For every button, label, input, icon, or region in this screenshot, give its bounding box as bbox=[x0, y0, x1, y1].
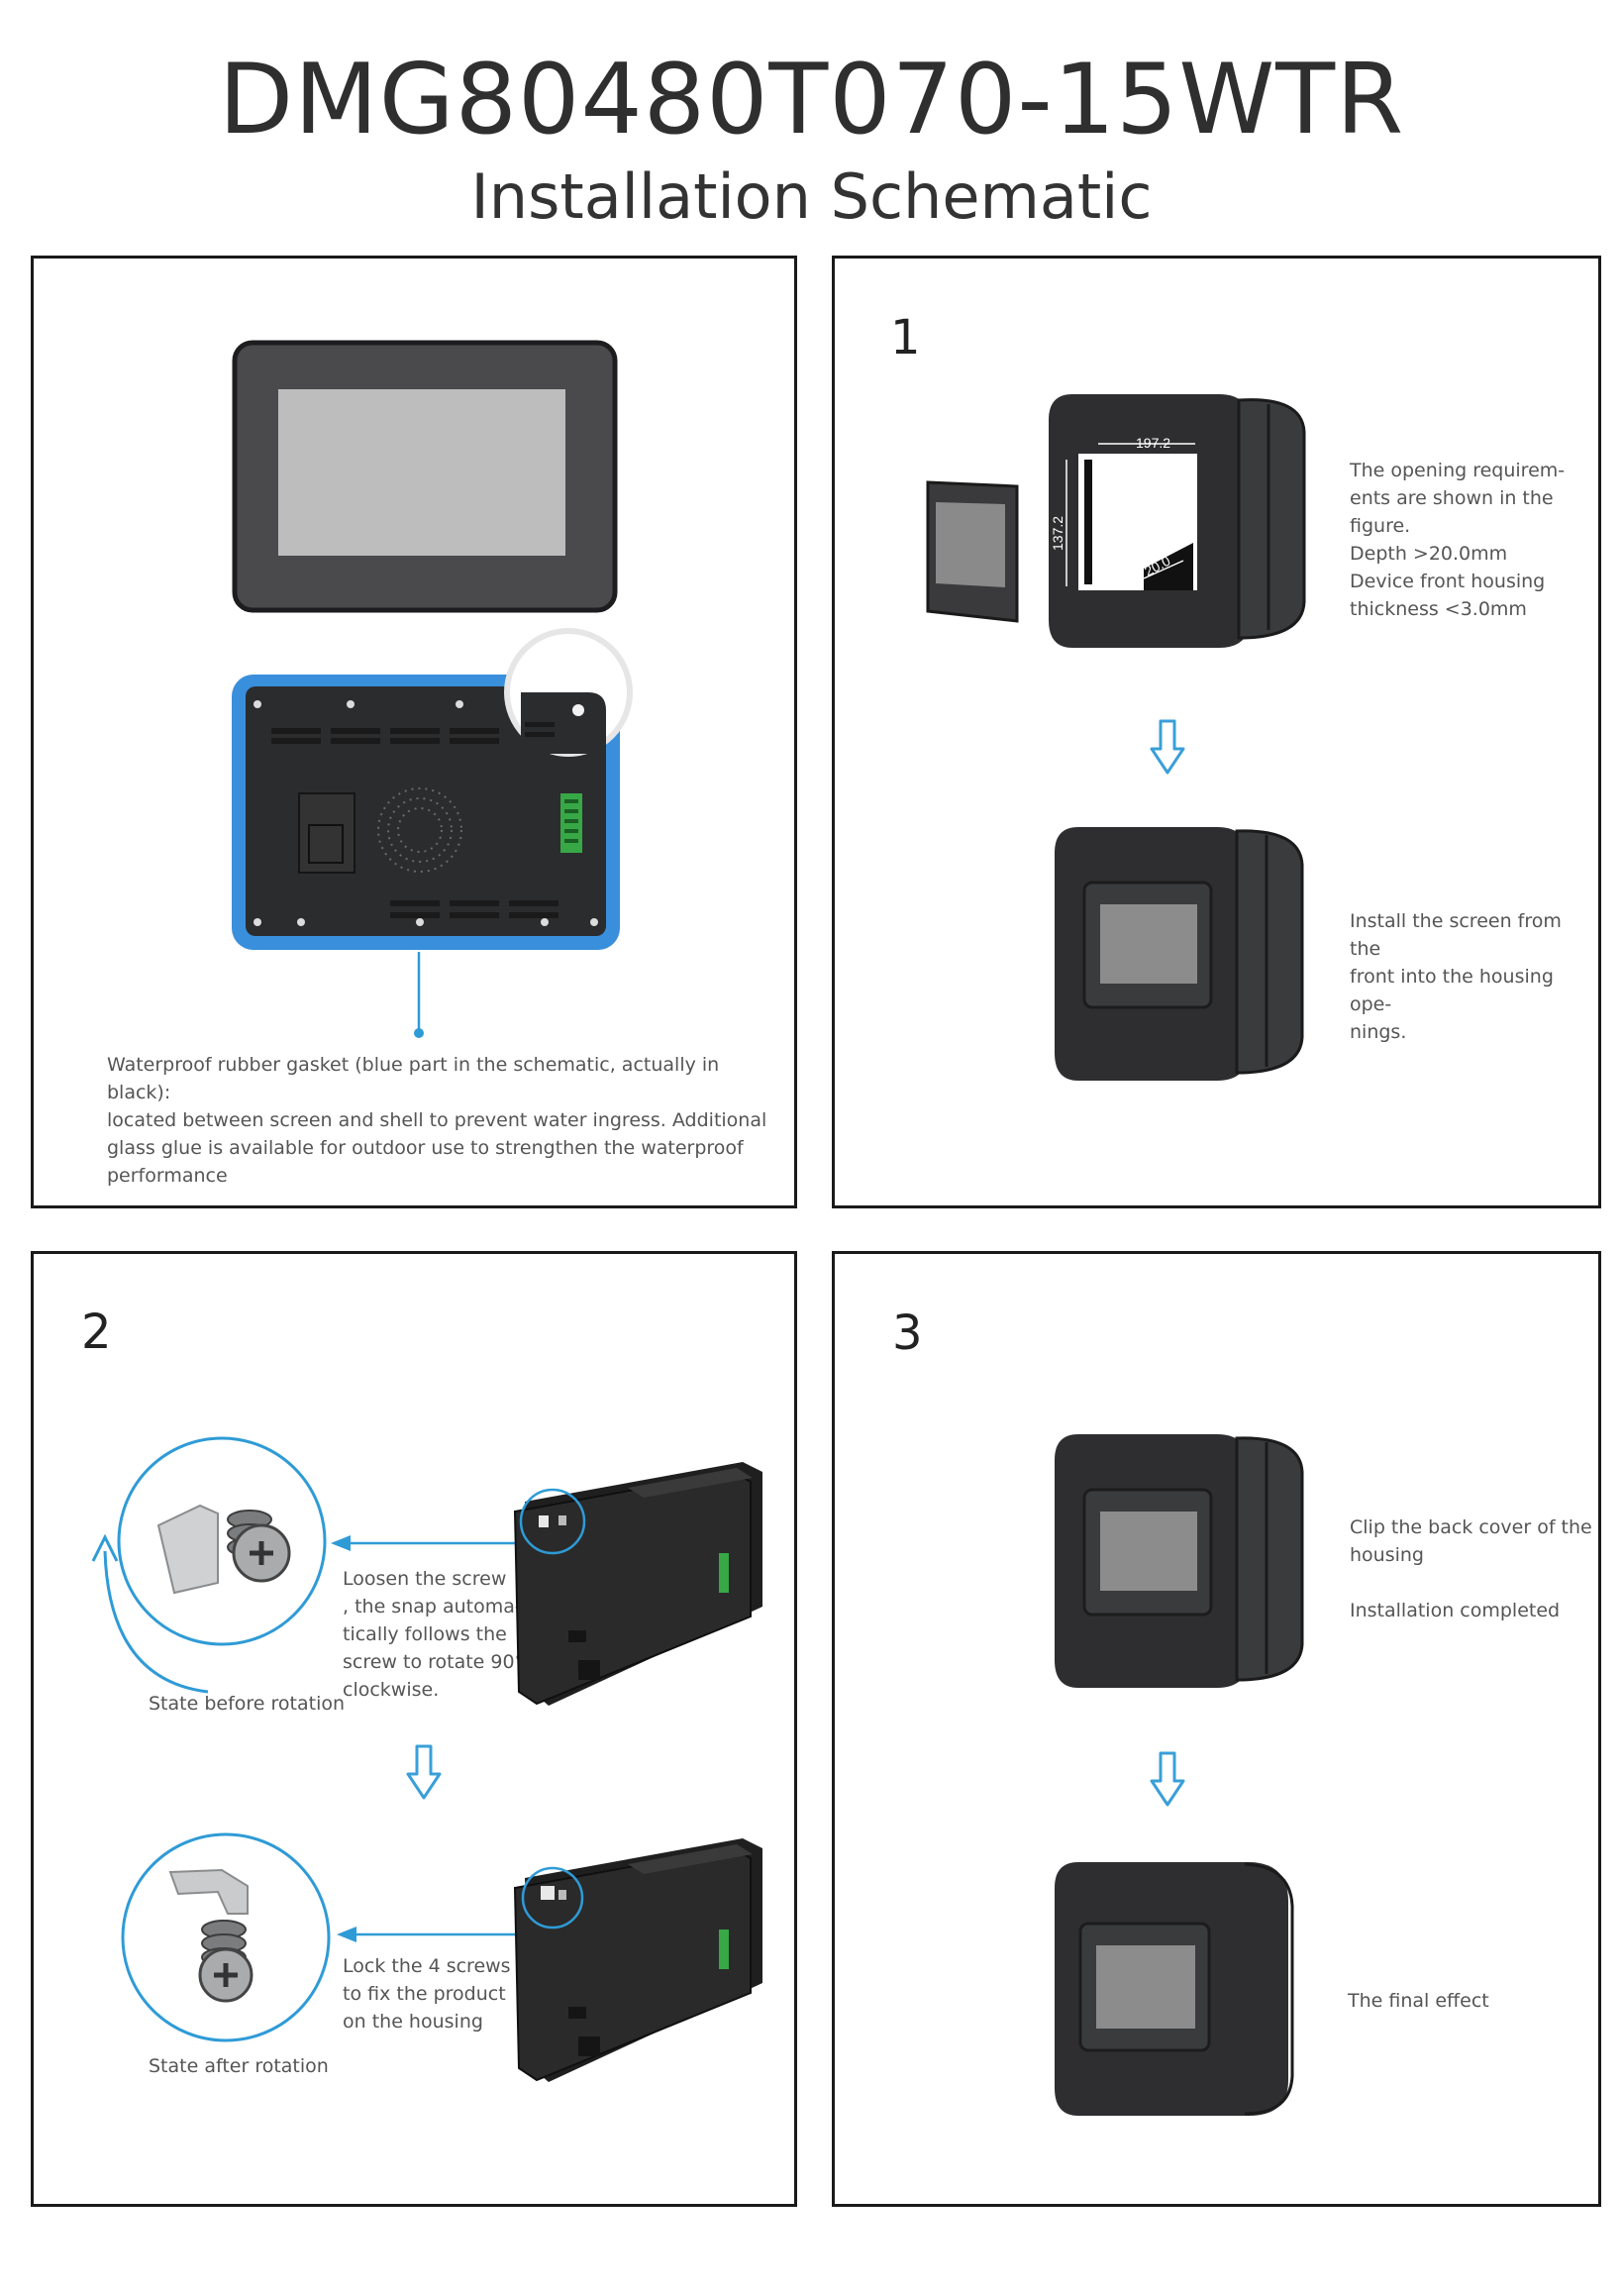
final-effect-label: The final effect bbox=[1348, 1990, 1489, 2012]
gasket-note: Waterproof rubber gasket (blue part in t… bbox=[107, 1054, 767, 1187]
clip-back-cover-note: Clip the back cover of the housing Insta… bbox=[1350, 1516, 1592, 1621]
before-rotation-label: State before rotation bbox=[149, 1693, 346, 1715]
speaker-grille-icon bbox=[377, 787, 462, 873]
gasket-pointer-line bbox=[414, 952, 424, 1038]
after-rotation-label: State after rotation bbox=[149, 2055, 329, 2077]
lock-pointer-arrow bbox=[337, 1927, 521, 1942]
snap-before-rotation-illustration bbox=[117, 1436, 327, 1646]
housing-opening-illustration: 197.2 137.2 20.0 bbox=[1049, 394, 1306, 648]
opening-requirements-note: The opening requirem- ents are shown in … bbox=[1350, 460, 1566, 620]
dimension-height-label: 137.2 bbox=[1050, 516, 1065, 551]
lock-screws-note: Lock the 4 screws to fix the product on … bbox=[343, 1955, 511, 2033]
arrow-down-icon bbox=[1150, 1751, 1185, 1807]
step3-panel: 3 Clip the back cover of the housing Ins… bbox=[832, 1251, 1601, 2207]
loosen-pointer-arrow bbox=[331, 1535, 515, 1551]
screen-module-illustration bbox=[926, 480, 1019, 623]
step1-panel: 1 197.2 137.2 20.0 The opening requirem-… bbox=[832, 256, 1601, 1208]
device-front-illustration bbox=[232, 340, 618, 613]
page-subtitle: Installation Schematic bbox=[470, 160, 1153, 233]
install-screen-note: Install the screen from the front into t… bbox=[1350, 910, 1562, 1043]
final-effect-illustration bbox=[1055, 1862, 1294, 2116]
device-back-angled-illustration bbox=[513, 1462, 762, 1706]
device-back-locked-illustration bbox=[513, 1838, 762, 2082]
housing-back-cover-illustration bbox=[1055, 1434, 1304, 1688]
loosen-screw-note: Loosen the screw , the snap automa- tica… bbox=[343, 1568, 525, 1701]
step-number: 1 bbox=[890, 310, 921, 365]
rotation-arrow-icon bbox=[91, 1533, 209, 1694]
step2-panel: 2 State before rotation Loosen the screw… bbox=[31, 1251, 797, 2207]
arrow-down-icon bbox=[406, 1744, 442, 1800]
overview-panel: Waterproof rubber gasket (blue part in t… bbox=[31, 256, 797, 1208]
arrow-down-icon bbox=[1150, 719, 1185, 775]
page-title: DMG80480T070-15WTR bbox=[218, 44, 1405, 157]
housing-installed-illustration bbox=[1055, 827, 1304, 1081]
dimension-width-label: 197.2 bbox=[1136, 435, 1170, 451]
device-back-gasket-illustration bbox=[232, 628, 633, 950]
snap-after-rotation-illustration bbox=[121, 1832, 331, 2042]
step-number: 2 bbox=[81, 1305, 112, 1360]
step-number: 3 bbox=[892, 1305, 923, 1361]
